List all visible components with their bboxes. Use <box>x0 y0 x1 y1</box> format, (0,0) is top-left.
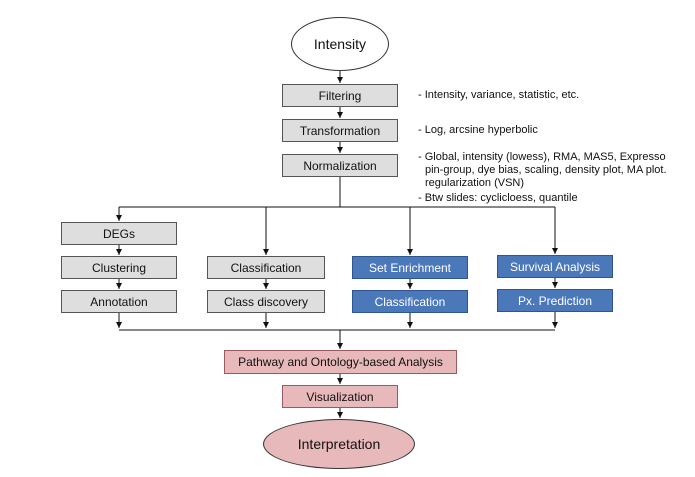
normalization-note-1: - Global, intensity (lowess), RMA, MAS5,… <box>418 151 666 163</box>
normalization-label: Normalization <box>303 158 377 173</box>
transformation-label: Transformation <box>299 123 381 138</box>
classification-box-a: Classification <box>207 256 325 279</box>
transformation-note: - Log, arcsine hyperbolic <box>418 124 538 136</box>
annotation-label: Annotation <box>90 294 148 309</box>
normalization-note-2: pin-group, dye bias, scaling, density pl… <box>425 164 667 176</box>
filtering-label: Filtering <box>318 88 362 103</box>
degs-label: DEGs <box>102 226 135 241</box>
classification-box-b: Classification <box>352 290 468 313</box>
normalization-box: Normalization <box>282 154 398 177</box>
interpretation-node: Interpretation <box>263 419 415 469</box>
filtering-note: - Intensity, variance, statistic, etc. <box>418 89 580 101</box>
intensity-label: Intensity <box>313 36 367 52</box>
survival-analysis-box: Survival Analysis <box>497 255 613 278</box>
classification-a-label: Classification <box>230 260 302 275</box>
visualization-label: Visualization <box>306 389 374 404</box>
pathway-analysis-label: Pathway and Ontology-based Analysis <box>238 355 443 369</box>
filtering-box: Filtering <box>282 84 398 107</box>
survival-analysis-label: Survival Analysis <box>509 259 601 274</box>
classification-b-label: Classification <box>374 294 446 309</box>
class-discovery-box: Class discovery <box>207 290 325 313</box>
annotation-box: Annotation <box>61 290 177 313</box>
intensity-node: Intensity <box>291 17 389 71</box>
visualization-box: Visualization <box>282 385 398 408</box>
clustering-label: Clustering <box>91 260 147 275</box>
set-enrichment-label: Set Enrichment <box>368 260 452 275</box>
transformation-box: Transformation <box>282 119 398 142</box>
set-enrichment-box: Set Enrichment <box>352 256 468 279</box>
clustering-box: Clustering <box>61 256 177 279</box>
px-prediction-box: Px. Prediction <box>497 289 613 312</box>
interpretation-label: Interpretation <box>297 436 381 452</box>
normalization-note-3: regularization (VSN) <box>425 177 525 189</box>
px-prediction-label: Px. Prediction <box>517 293 593 308</box>
class-discovery-label: Class discovery <box>223 294 309 309</box>
pathway-analysis-box: Pathway and Ontology-based Analysis <box>224 350 457 374</box>
normalization-note-4: - Btw slides: cyclicloess, quantile <box>418 192 578 204</box>
degs-box: DEGs <box>61 222 177 245</box>
